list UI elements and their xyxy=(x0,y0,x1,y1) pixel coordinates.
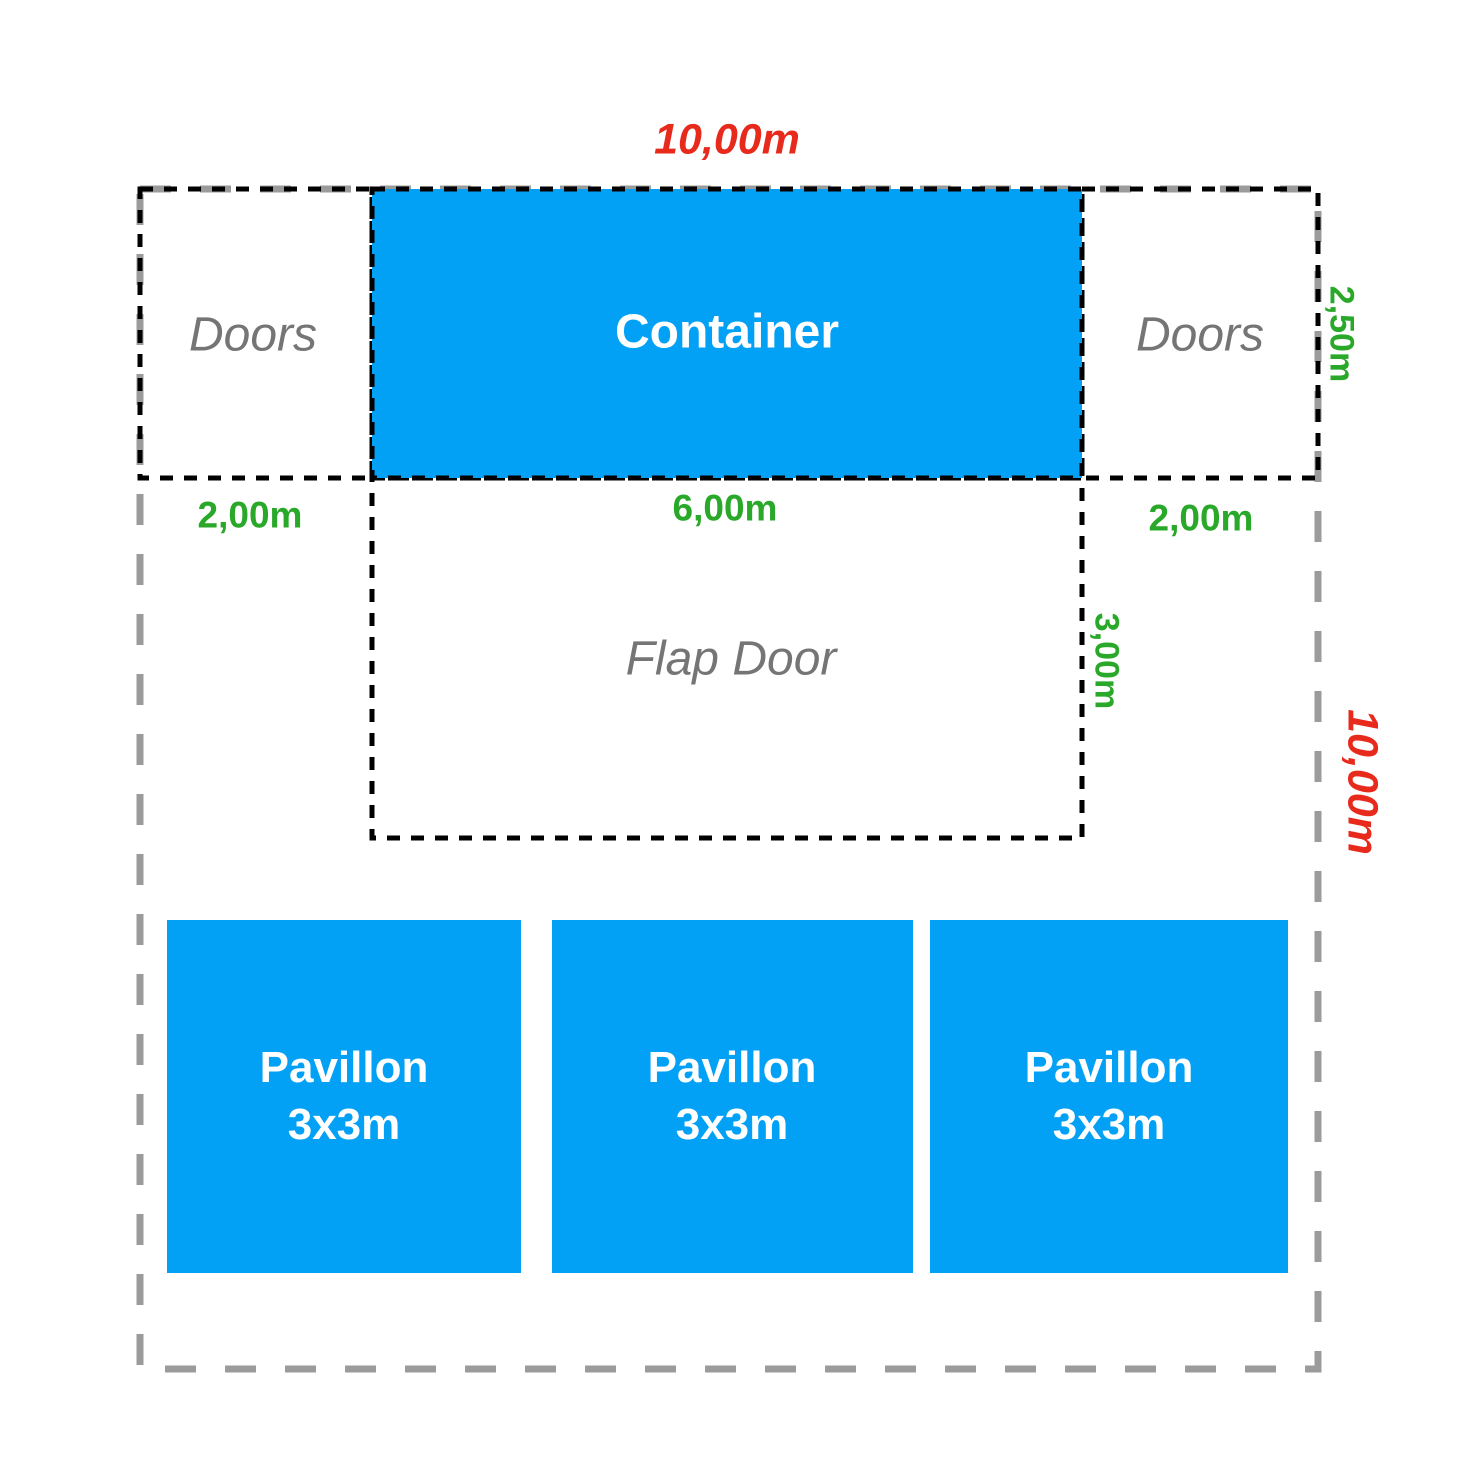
outer-boundary-rect xyxy=(136,185,1322,1373)
outer-width-dimension-label: 10,00m xyxy=(654,115,800,164)
flap-door-height-dimension-label: 3,00m xyxy=(1087,612,1126,710)
flap-door-rect xyxy=(369,475,1085,841)
doors-right-width-dimension-label: 2,00m xyxy=(1148,497,1254,539)
pavillon-2-label: Pavillon 3x3m xyxy=(648,1039,817,1153)
container-rect xyxy=(369,186,1085,481)
doors-left-label: Doors xyxy=(188,308,318,362)
pavillon-2-rect xyxy=(552,920,913,1273)
pavillon-1-rect xyxy=(167,920,521,1273)
outer-height-dimension-label: 10,00m xyxy=(1338,709,1387,855)
pavillon-1-label-line2: 3x3m xyxy=(287,1100,401,1149)
pavillon-3-label-line2: 3x3m xyxy=(1052,1100,1166,1149)
doors-left-width-dimension-label: 2,00m xyxy=(197,494,303,536)
doors-left-rect xyxy=(137,186,375,481)
pavillon-1-label-line1: Pavillon xyxy=(259,1042,429,1092)
container-height-dimension-label: 2,50m xyxy=(1322,285,1361,383)
flap-door-label: Flap Door xyxy=(625,632,837,686)
pavillon-3-label: Pavillon 3x3m xyxy=(1025,1039,1194,1153)
pavillon-2-label-line2: 3x3m xyxy=(675,1100,789,1149)
pavillon-2-label-line1: Pavillon xyxy=(647,1042,817,1092)
doors-right-label: Doors xyxy=(1135,308,1265,362)
pavillon-3-rect xyxy=(930,920,1288,1273)
pavillon-1-label: Pavillon 3x3m xyxy=(260,1039,429,1153)
container-width-dimension-label: 6,00m xyxy=(672,487,778,529)
pavillon-3-label-line1: Pavillon xyxy=(1024,1042,1194,1092)
container-label: Container xyxy=(614,305,840,359)
